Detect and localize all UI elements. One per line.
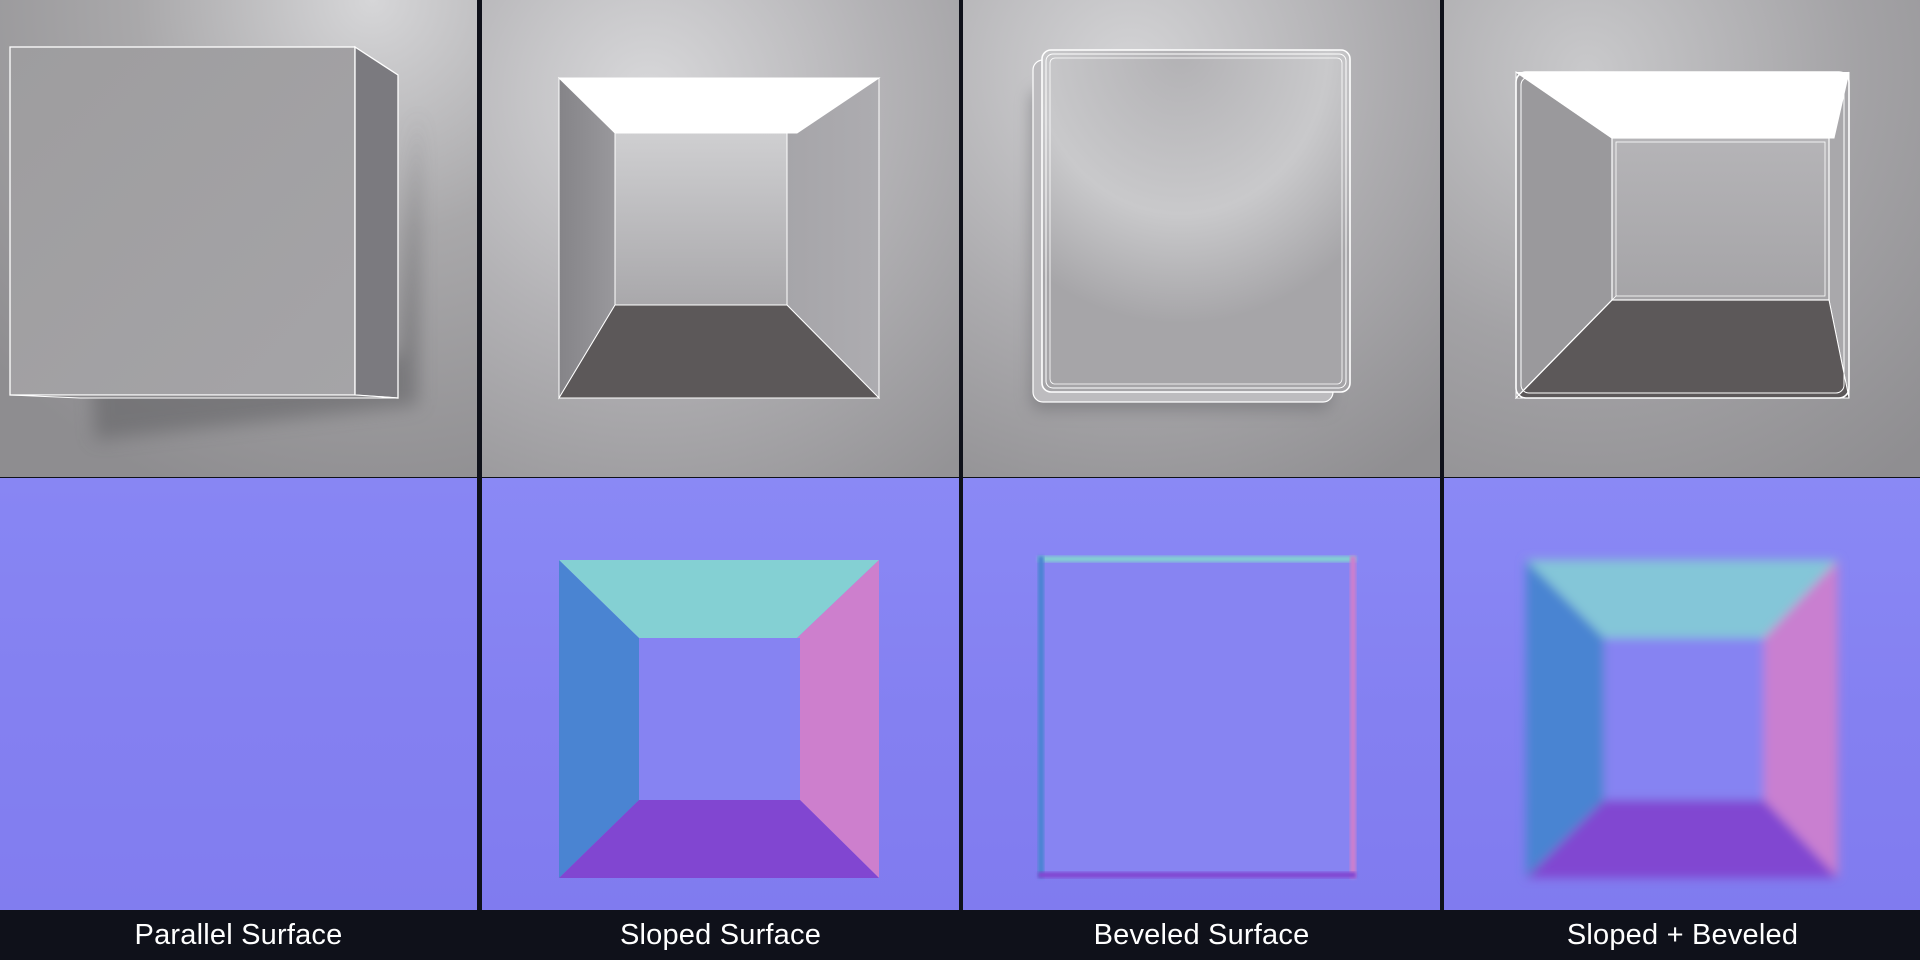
normal-right-face — [797, 560, 879, 878]
sb-inner-face — [1611, 137, 1830, 301]
panel-caption: Sloped Surface — [619, 918, 822, 951]
sb-normal-left-face — [1526, 560, 1604, 878]
normal-inner-face — [639, 638, 800, 800]
flat-normal-fill — [0, 478, 477, 910]
panel-caption: Parallel Surface — [134, 918, 343, 951]
panel-parallel-surface: Parallel Surface — [0, 0, 477, 960]
normal-map-sloped-surface — [482, 478, 959, 910]
caption-bar: Sloped + Beveled — [1444, 910, 1920, 960]
sb-top-face — [1516, 72, 1849, 138]
sloped-render-svg — [482, 0, 959, 477]
panel-beveled-surface: Beveled Surface — [963, 0, 1440, 960]
bevel-normal-bottom-edge — [1038, 872, 1356, 878]
render-sloped-surface — [482, 0, 959, 477]
cube-front-face — [9, 46, 356, 396]
panel-sloped-beveled: Sloped + Beveled — [1444, 0, 1920, 960]
normal-top-face — [559, 560, 879, 638]
render-sloped-beveled — [1444, 0, 1920, 477]
panel-caption: Beveled Surface — [1093, 918, 1310, 951]
sb-inner-edge — [1615, 141, 1826, 297]
bevel-front-face — [1041, 49, 1351, 393]
bevel-normal-right-edge — [1350, 556, 1356, 878]
sb-wire-3 — [1515, 71, 1613, 139]
caption-bar: Beveled Surface — [963, 910, 1440, 960]
normal-map-beveled-surface — [963, 478, 1440, 910]
parallel-normal-svg — [0, 478, 477, 910]
bevel-normal-face — [1038, 556, 1356, 878]
sb-normal-inner-face — [1604, 638, 1764, 800]
sb-outer-edge — [1515, 71, 1850, 399]
caption-bar: Parallel Surface — [0, 910, 477, 960]
caption-bar: Sloped Surface — [482, 910, 959, 960]
beveled-normal-svg — [1038, 556, 1356, 878]
sloped-inner-face — [614, 132, 788, 306]
bevel-normal-top-edge — [1038, 556, 1356, 562]
parallel-render-svg — [0, 0, 477, 477]
sb-wire-2 — [1521, 295, 1617, 393]
panel-caption: Sloped + Beveled — [1566, 918, 1799, 951]
beveled-render-svg — [963, 0, 1440, 477]
sb-wire-4 — [1828, 71, 1850, 139]
sb-normal-top-face — [1526, 560, 1838, 638]
normal-map-parallel-surface — [0, 478, 477, 910]
sb-normal-group — [1526, 560, 1838, 878]
bevel-normal-left-edge — [1038, 556, 1044, 878]
sloped-beveled-render-svg — [1444, 0, 1920, 477]
sb-outer-edge-2 — [1520, 76, 1845, 394]
render-parallel-surface — [0, 0, 477, 477]
panel-sloped-surface: Sloped Surface — [482, 0, 959, 960]
normal-bottom-face — [559, 800, 879, 878]
sb-normal-bottom-face — [1526, 800, 1838, 878]
normal-left-face — [559, 560, 639, 878]
normal-map-sloped-beveled — [1444, 478, 1920, 910]
sloped-beveled-normal-svg — [1526, 560, 1838, 878]
sloped-normal-svg — [559, 560, 879, 878]
bevel-inner-edge-2 — [1049, 57, 1343, 385]
bevel-inner-edge — [1045, 53, 1347, 389]
sb-normal-right-face — [1764, 560, 1838, 878]
cube-bottom-edge — [9, 394, 399, 399]
render-beveled-surface — [963, 0, 1440, 477]
cube-side-face — [354, 45, 399, 399]
